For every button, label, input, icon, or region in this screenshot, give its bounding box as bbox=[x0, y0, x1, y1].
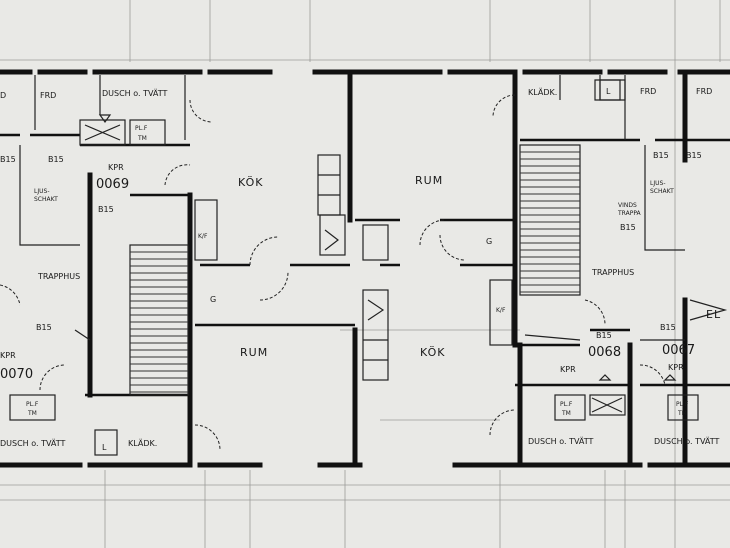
label-dusch-top: DUSCH o. TVÄTT bbox=[102, 88, 168, 98]
label-tm-right: TM bbox=[677, 410, 687, 417]
label-trapphus-right: TRAPPHUS bbox=[591, 268, 634, 277]
label-l-top: L bbox=[606, 87, 611, 96]
label-dusch-right: DUSCH o. TVÄTT bbox=[654, 436, 720, 446]
label-num-0067: 0067 bbox=[662, 343, 695, 358]
label-el: EL bbox=[706, 308, 721, 321]
label-d-left: D bbox=[0, 91, 6, 100]
label-kpr-right: KPR bbox=[668, 363, 684, 372]
label-b15-d: B15 bbox=[653, 151, 669, 160]
label-schakt-r: SCHAKT bbox=[650, 188, 674, 195]
label-plf-right: PL.F bbox=[676, 401, 689, 408]
label-plf-top: PL.F bbox=[135, 125, 148, 132]
ducts bbox=[194, 154, 513, 381]
label-frd-left: FRD bbox=[40, 91, 56, 100]
label-b15-f: B15 bbox=[620, 223, 636, 232]
label-b15-a: B15 bbox=[0, 155, 16, 164]
label-frd-far: FRD bbox=[696, 87, 712, 96]
label-tm-left: TM bbox=[27, 410, 37, 417]
label-b15-e: B15 bbox=[686, 151, 702, 160]
label-vindstrappa-b: TRAPPA bbox=[617, 210, 642, 217]
stairs-right bbox=[519, 144, 581, 296]
label-num-0070: 0070 bbox=[0, 367, 33, 382]
label-num-0068: 0068 bbox=[588, 345, 621, 360]
label-kok-bottom: KÖK bbox=[420, 346, 445, 359]
room-labels: D FRD DUSCH o. TVÄTT PL.F TM B15 B15 KPR… bbox=[0, 87, 721, 452]
label-rum-top: RUM bbox=[415, 174, 443, 187]
label-vindstrappa-a: VINDS bbox=[618, 202, 637, 209]
label-b15-i: B15 bbox=[660, 323, 676, 332]
label-b15-c: B15 bbox=[98, 205, 114, 214]
label-b15-b: B15 bbox=[48, 155, 64, 164]
label-tm-mid: TM bbox=[561, 410, 571, 417]
label-ljus-r: LJUS- bbox=[650, 180, 665, 187]
label-b15-h: B15 bbox=[596, 331, 612, 340]
label-tm-top: TM bbox=[137, 135, 147, 142]
label-b15-g: B15 bbox=[36, 323, 52, 332]
label-g-left: G bbox=[210, 295, 216, 304]
label-num-0069: 0069 bbox=[96, 177, 129, 192]
label-kf-b: K/F bbox=[496, 307, 506, 314]
label-g-right: G bbox=[486, 237, 492, 246]
label-kpr-mid: KPR bbox=[560, 365, 576, 374]
label-dusch-mid: DUSCH o. TVÄTT bbox=[528, 436, 594, 446]
label-ljus: LJUS- bbox=[34, 188, 49, 195]
walls bbox=[0, 69, 730, 468]
label-kpr-top: KPR bbox=[108, 163, 124, 172]
stairs-left bbox=[129, 244, 189, 396]
label-kok-top: KÖK bbox=[238, 176, 263, 189]
label-l-bottom: L bbox=[102, 443, 107, 452]
label-kf-a: K/F bbox=[198, 233, 208, 240]
label-kladk-bottom: KLÄDK. bbox=[128, 438, 157, 448]
label-dusch-left: DUSCH o. TVÄTT bbox=[0, 438, 66, 448]
label-schakt: SCHAKT bbox=[34, 196, 58, 203]
doors bbox=[0, 94, 666, 451]
label-rum-bottom: RUM bbox=[240, 346, 268, 359]
label-plf-left: PL.F bbox=[26, 401, 39, 408]
label-plf-mid: PL.F bbox=[560, 401, 573, 408]
label-kladk-top: KLÄDK. bbox=[528, 87, 557, 97]
label-frd-right: FRD bbox=[640, 87, 656, 96]
fixtures bbox=[9, 79, 728, 456]
label-kpr-left: KPR bbox=[0, 351, 16, 360]
label-trapphus-left: TRAPPHUS bbox=[37, 272, 80, 281]
